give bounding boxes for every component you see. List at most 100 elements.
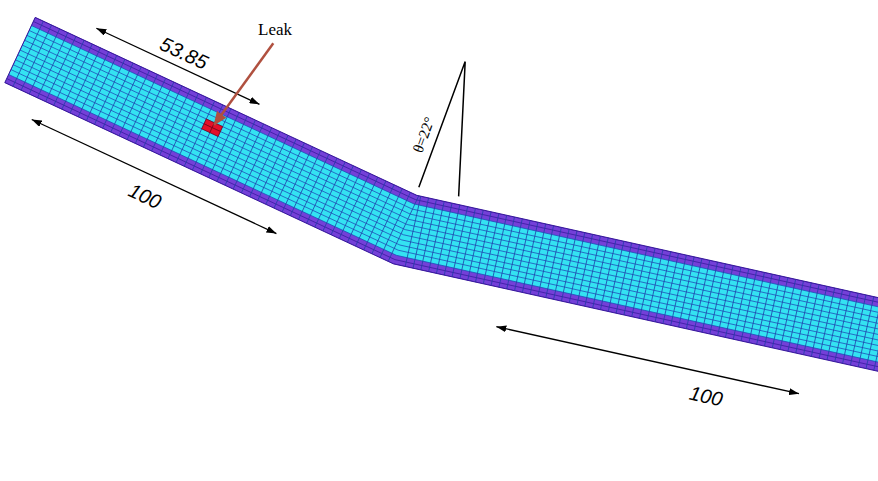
mesh-line [306, 156, 338, 225]
mesh-line [33, 21, 878, 311]
mesh-line [167, 92, 199, 161]
mesh-line [795, 281, 811, 355]
mesh-line [322, 164, 354, 233]
mesh-line [175, 95, 207, 164]
leader-arrow [214, 43, 273, 124]
mesh-line [655, 250, 671, 324]
mesh-line [289, 149, 321, 218]
mesh-line [31, 26, 878, 316]
dimension-label: 100 [688, 381, 725, 410]
dimension-label: 100 [125, 179, 165, 213]
mesh-line [827, 288, 843, 362]
mesh-line [37, 31, 69, 100]
mesh-line [183, 99, 215, 168]
mesh-line [702, 260, 718, 334]
mesh-line [530, 222, 546, 296]
mesh-line [553, 227, 569, 301]
mesh-line [756, 272, 772, 346]
mesh-line [631, 244, 647, 318]
mesh-line [694, 258, 710, 332]
mesh-line [126, 73, 158, 142]
mesh-line [616, 241, 632, 315]
mesh-line [224, 118, 256, 187]
mesh-line [663, 251, 679, 325]
mesh-line [20, 23, 52, 92]
mesh-line [61, 42, 93, 111]
pipe-outline [5, 17, 878, 377]
mesh-line [670, 253, 686, 327]
mesh-line [240, 126, 272, 195]
mesh-line [459, 206, 475, 280]
mesh-line [143, 80, 175, 149]
mesh-line [77, 50, 109, 119]
mesh-line [13, 65, 878, 358]
mesh-line [717, 264, 733, 338]
mesh-line [709, 262, 725, 336]
mesh-line [192, 103, 224, 172]
mesh-line [514, 218, 530, 292]
mesh-line [314, 160, 346, 229]
angle-label: θ=22° [410, 115, 438, 155]
mesh-line [584, 234, 600, 308]
mesh-line [371, 187, 403, 256]
mesh-line [741, 269, 757, 343]
mesh-line [273, 141, 305, 210]
mesh-line [444, 203, 460, 277]
mesh-line [11, 70, 878, 364]
mesh-line [110, 65, 142, 134]
mesh-line [379, 191, 411, 260]
mesh-line [118, 69, 150, 138]
mesh-line [69, 46, 101, 115]
dimension-lines [32, 28, 799, 394]
mesh-line [577, 232, 593, 306]
mesh-line [249, 130, 281, 199]
mesh-line [281, 145, 313, 214]
pipe-wall [5, 17, 878, 377]
mesh-line [102, 61, 134, 130]
mesh-line [86, 54, 118, 123]
mesh-line [94, 57, 126, 126]
mesh-line [506, 217, 522, 291]
mesh-line [569, 231, 585, 305]
mesh-line [363, 183, 395, 252]
mesh-line [200, 107, 232, 176]
mesh-line [733, 267, 749, 341]
mesh-line [725, 265, 741, 339]
mesh-line [20, 50, 878, 342]
mesh-line [764, 274, 780, 348]
mesh-line [522, 220, 538, 294]
mesh-line [600, 238, 616, 312]
mesh-line [592, 236, 608, 310]
mesh-line [330, 168, 362, 237]
mesh-line [347, 175, 379, 244]
mesh-grid [4, 16, 878, 380]
mesh-line [608, 239, 624, 313]
mesh-line [491, 213, 507, 287]
dimension-label: 53.85 [157, 32, 212, 73]
mesh-line [405, 194, 421, 268]
mesh-line [545, 225, 561, 299]
callout-label: Leak [258, 21, 292, 40]
mesh-line [413, 196, 429, 270]
mesh-line [748, 270, 764, 344]
leak-cell [210, 128, 220, 137]
mesh-line [420, 198, 436, 272]
mesh-line [483, 212, 499, 286]
mesh-line [850, 293, 866, 367]
mesh-line [159, 88, 191, 157]
pipe-mesh [4, 16, 878, 380]
mesh-line [787, 279, 803, 353]
mesh-line [265, 137, 297, 206]
mesh-line [232, 122, 264, 191]
mesh-line [647, 248, 663, 322]
mesh-line [27, 35, 878, 326]
mesh-line [561, 229, 577, 303]
mesh-line [436, 201, 452, 275]
mesh-line [216, 114, 248, 183]
mesh-line [639, 246, 655, 320]
mesh-line [387, 194, 419, 263]
mesh-line [498, 215, 514, 289]
mesh-line [338, 172, 370, 241]
